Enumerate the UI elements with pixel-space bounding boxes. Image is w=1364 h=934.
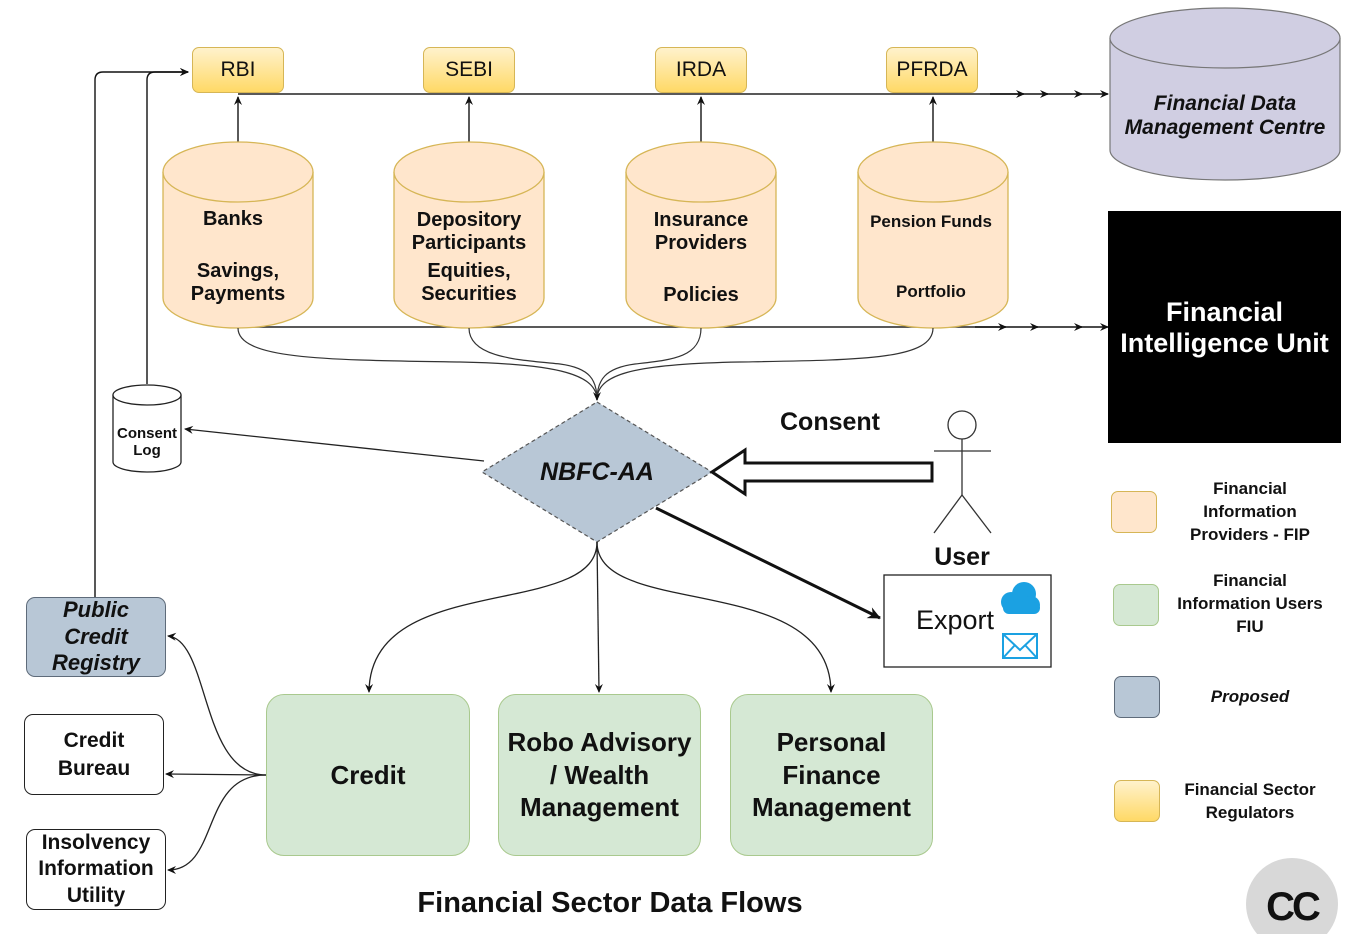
- user-credit-box[interactable]: Credit: [266, 694, 470, 856]
- consent-arrow: [709, 447, 934, 497]
- credit-to-bureaus-arrows: [165, 632, 267, 874]
- regulator-sebi[interactable]: SEBI: [423, 47, 515, 93]
- legend-label-proposed: Proposed: [1210, 687, 1290, 706]
- insolvency-utility-box[interactable]: Insolvency Information Utility: [26, 829, 166, 910]
- consent-label: Consent: [780, 407, 880, 436]
- fiu-unit-label: Financial Intelligence Unit: [1120, 296, 1329, 358]
- consent-log-label: Consent Log: [117, 424, 177, 459]
- regulator-rbi[interactable]: RBI: [192, 47, 284, 93]
- legend-label-fiu: Financial Information Users FIU: [1177, 571, 1323, 636]
- nbfc-aa-label: NBFC-AA: [540, 457, 654, 486]
- feedback-to-rbi-lines: [94, 68, 189, 597]
- legend-label-fip: Financial Information Providers - FIP: [1190, 479, 1310, 544]
- provider-cylinder-pension[interactable]: [857, 141, 1009, 329]
- user-pfm-box[interactable]: Personal Finance Management: [730, 694, 933, 856]
- mail-icon: [1002, 633, 1038, 659]
- user-label: User: [934, 542, 990, 571]
- provider-to-regulator-arrows: [234, 96, 937, 142]
- provider-banks-products: Savings, Payments: [190, 260, 286, 305]
- cloud-icon: [1001, 582, 1040, 614]
- provider-insurance-title: Insurance Providers: [653, 209, 749, 254]
- page-title: Financial Sector Data Flows: [417, 887, 803, 920]
- financial-intelligence-unit-box: [1108, 211, 1341, 443]
- legend-swatch-fip: [1111, 491, 1157, 533]
- consent-log-cylinder: [112, 384, 182, 473]
- user-robo-advisory-box[interactable]: Robo Advisory / Wealth Management: [498, 694, 701, 856]
- provider-banks-title: Banks: [202, 207, 264, 230]
- provider-depository-title: Depository Participants: [411, 209, 527, 254]
- credit-bureau-box[interactable]: Credit Bureau: [24, 714, 164, 795]
- user-icon: [933, 410, 992, 534]
- fdmc-cylinder: [1109, 7, 1341, 181]
- provider-pension-title: Pension Funds: [870, 212, 992, 232]
- cc-badge-label: CC: [1266, 885, 1321, 929]
- regulator-label: IRDA: [675, 58, 727, 81]
- provider-cylinder-insurance[interactable]: [625, 141, 777, 329]
- provider-insurance-products: Policies: [663, 283, 739, 306]
- public-credit-registry-box[interactable]: Public Credit Registry: [26, 597, 166, 677]
- regulator-label: SEBI: [445, 58, 493, 81]
- legend-swatch-fiu: [1113, 584, 1159, 626]
- legend-label-regulators: Financial Sector Regulators: [1184, 780, 1316, 822]
- cc-badge: [1246, 858, 1338, 934]
- regulator-pfrda[interactable]: PFRDA: [886, 47, 978, 93]
- provider-cylinder-banks[interactable]: [162, 141, 314, 329]
- legend-swatch-proposed: [1114, 676, 1160, 718]
- export-label: Export: [915, 605, 995, 636]
- aa-to-consent-log-arrow: [184, 425, 485, 462]
- regulator-label: PFRDA: [896, 58, 968, 81]
- provider-cylinder-depository[interactable]: [393, 141, 545, 329]
- provider-to-aa-curves: [237, 327, 934, 401]
- provider-pension-products: Portfolio: [896, 282, 966, 302]
- legend-swatch-regulators: [1114, 780, 1160, 822]
- regulator-label: RBI: [220, 58, 256, 81]
- fdmc-label: Financial Data Management Centre: [1124, 91, 1326, 139]
- aa-to-export-arrow: [655, 506, 881, 620]
- aa-to-users-arrows: [365, 541, 835, 693]
- provider-depository-products: Equities, Securities: [421, 260, 517, 305]
- regulator-irda[interactable]: IRDA: [655, 47, 747, 93]
